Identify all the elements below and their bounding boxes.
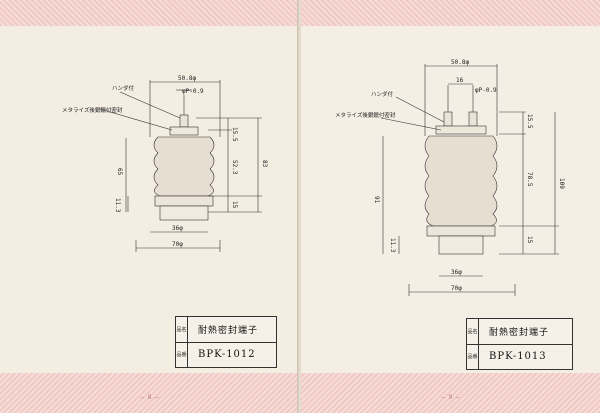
dim-1: 15.5 xyxy=(231,127,238,142)
overall-dia-label: 50.8φ xyxy=(451,59,469,66)
dim-6: 11.3 xyxy=(389,238,396,253)
dim-5: 91 xyxy=(373,196,380,204)
overall-dia-label: 50.8φ xyxy=(178,75,196,82)
left-title-block: 品名 耐熱密封端子 品番 BPK-1012 xyxy=(175,316,277,368)
metallize-note: メタライズ後銀鑞付密封 xyxy=(335,111,396,119)
product-code: BPK-1012 xyxy=(198,349,256,360)
top-pattern-band xyxy=(0,0,299,26)
dim-8: 70φ xyxy=(451,285,462,292)
product-name: 耐熱密封端子 xyxy=(489,328,550,338)
product-name: 耐熱密封端子 xyxy=(198,326,259,336)
solder-note: ハンダ付 xyxy=(371,90,394,98)
pin-spec-label: φP-0.9 xyxy=(475,87,497,94)
dim-4: 83 xyxy=(261,160,268,168)
dim-3: 15 xyxy=(526,236,533,244)
product-code: BPK-1013 xyxy=(489,351,547,362)
right-technical-drawing: 50.8φ 16 φP-0.9 ハンダ付 メタライズ後銀鑞付密封 15.5 78… xyxy=(335,59,565,296)
dim-2: 52.3 xyxy=(231,160,238,175)
dim-7: 36φ xyxy=(172,225,183,232)
dim-1: 15.5 xyxy=(526,114,533,129)
right-page: 50.8φ 16 φP-0.9 ハンダ付 メタライズ後銀鑞付密封 15.5 78… xyxy=(301,0,600,413)
name-label: 品名 xyxy=(467,319,479,344)
page-number-right: — 9 — xyxy=(441,394,460,401)
bottom-pattern-band xyxy=(301,373,600,413)
left-page: 50.8φ φP-0.9 ハンダ付 メタライズ後銀鑞付密封 15.5 52.3 … xyxy=(0,0,299,413)
name-label: 品名 xyxy=(176,317,188,342)
page-number-left: — 8 — xyxy=(140,394,159,401)
dim-5: 65 xyxy=(116,168,123,176)
top-pattern-band xyxy=(301,0,600,26)
metallize-note: メタライズ後銀鑞付密封 xyxy=(62,106,123,114)
binding-gutter xyxy=(297,0,303,413)
right-title-block: 品名 耐熱密封端子 品番 BPK-1013 xyxy=(466,318,573,370)
left-technical-drawing: 50.8φ φP-0.9 ハンダ付 メタライズ後銀鑞付密封 15.5 52.3 … xyxy=(62,75,268,252)
dim-6: 11.3 xyxy=(114,198,121,213)
dim-8: 70φ xyxy=(172,241,183,248)
dim-4: 109 xyxy=(558,178,565,189)
code-label: 品番 xyxy=(176,342,188,367)
pin-spacing-label: 16 xyxy=(456,77,464,84)
code-label: 品番 xyxy=(467,344,479,369)
solder-note: ハンダ付 xyxy=(112,84,135,92)
pin-spec-label: φP-0.9 xyxy=(182,88,204,95)
dim-3: 15 xyxy=(231,201,238,209)
dim-2: 78.5 xyxy=(526,172,533,187)
dim-7: 36φ xyxy=(451,269,462,276)
bottom-pattern-band xyxy=(0,373,299,413)
